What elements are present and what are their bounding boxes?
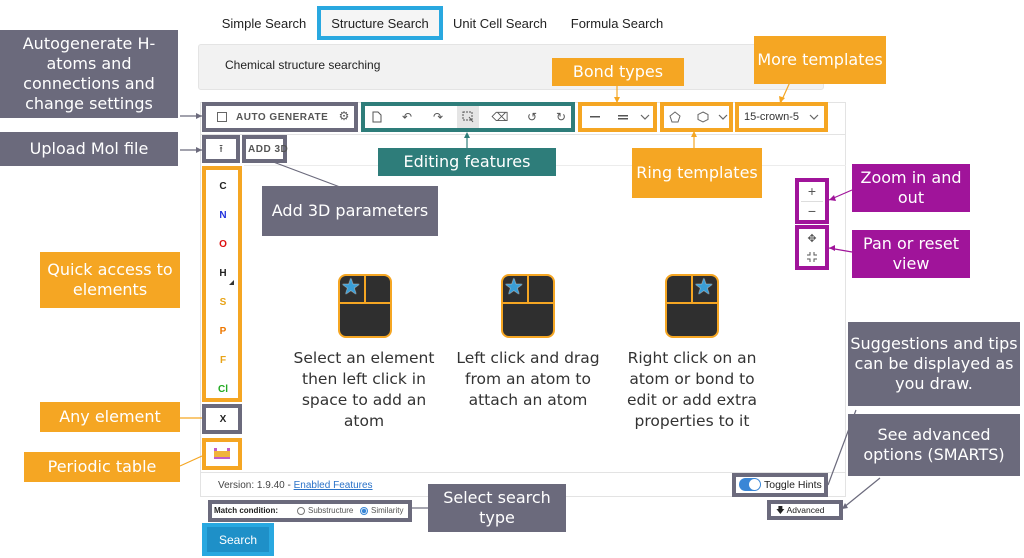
callout-search-type: Select search type [428,484,566,532]
element-h[interactable]: H [219,267,227,279]
advanced-group [767,500,843,520]
new-document-icon[interactable] [368,108,386,126]
toggle-hints-label: Toggle Hints [764,479,822,491]
gear-icon[interactable]: ⚙ [338,109,350,123]
chevron-down-icon[interactable] [638,108,652,126]
periodic-table-group [202,438,242,470]
zoom-in-button[interactable]: + [807,183,817,199]
hexagon-ring-icon[interactable] [694,108,712,126]
callout-bond-types: Bond types [552,58,684,86]
callout-periodic: Periodic table [24,452,180,482]
arrow-down-icon: 🡇 [776,505,787,515]
select-icon[interactable] [457,106,479,128]
hint-edit-atom: Right click on an atom or bond to edit o… [627,349,757,430]
any-element-group [202,404,242,434]
ring-templates-group [660,102,733,132]
eraser-icon[interactable]: ⌫ [491,110,509,124]
callout-advanced: See advanced options (SMARTS) [848,414,1020,476]
auto-generate-group [202,102,358,132]
callout-zoom: Zoom in and out [852,164,970,212]
header-band: Chemical structure searching [198,44,824,90]
pentagon-ring-icon[interactable] [666,108,684,126]
callout-more-templates: More templates [754,36,886,84]
undo-icon[interactable]: ↶ [401,110,413,124]
hint-add-atom-icon: ★ [338,274,392,338]
redo-icon[interactable]: ↷ [432,110,444,124]
version-text: Version: 1.9.40 - Enabled Features [218,480,373,491]
hint-attach-atom-icon: ★ [501,274,555,338]
hint-attach-atom: Left click and drag from an atom to atta… [456,349,600,409]
add-3d-group [242,135,287,163]
element-h-expand-icon [229,280,234,285]
chevron-down-icon[interactable] [716,108,730,126]
editing-features-group [361,102,575,132]
tab-unit-cell-search[interactable]: Unit Cell Search [453,15,547,31]
rotate-right-icon[interactable]: ↻ [555,110,567,124]
quick-elements-group [202,166,242,402]
bond-types-group [578,102,657,132]
element-p[interactable]: P [219,325,227,337]
element-x[interactable]: X [219,413,227,425]
element-n[interactable]: N [219,209,227,221]
element-f[interactable]: F [219,354,227,366]
zoom-group [795,178,829,224]
radio-substructure[interactable] [297,507,305,515]
version-label: Version: 1.9.40 - [218,480,294,491]
periodic-table-icon[interactable] [212,446,232,462]
option-substructure: Substructure [308,506,354,515]
checkbox-icon[interactable] [215,110,229,124]
callout-upload: Upload Mol file [0,132,178,166]
double-bond-icon[interactable] [614,108,632,126]
callout-pan: Pan or reset view [852,230,970,278]
add-3d-button[interactable]: ADD 3D [248,144,289,155]
tab-structure-search[interactable]: Structure Search [317,6,443,40]
option-similarity: Similarity [371,506,404,515]
tab-simple-search[interactable]: Simple Search [221,15,307,31]
element-cl[interactable]: Cl [218,383,228,395]
page-title: Chemical structure searching [225,58,381,72]
upload-group [202,135,240,163]
callout-editing: Editing features [378,148,556,176]
callout-any-element: Any element [40,402,180,432]
toggle-hints-group [732,473,828,497]
chevron-down-icon[interactable] [807,108,821,126]
match-condition-group [208,500,412,522]
element-s[interactable]: S [219,296,227,308]
rotate-left-icon[interactable]: ↺ [526,110,538,124]
callout-quick-access: Quick access to elements [40,252,180,308]
footer-divider [200,472,846,473]
advanced-button[interactable]: 🡇 Advanced [776,505,824,519]
hint-edit-atom-icon: ★ [665,274,719,338]
single-bond-icon[interactable] [586,108,604,126]
enabled-features-link[interactable]: Enabled Features [293,480,373,491]
zoom-divider [801,201,823,202]
element-c[interactable]: C [219,180,227,192]
auto-generate-button[interactable]: AUTO GENERATE [236,112,329,123]
reset-view-icon[interactable] [802,250,822,264]
radio-similarity[interactable] [360,507,368,515]
toolbar-divider [200,134,846,135]
match-condition-label: Match condition: [214,506,278,515]
advanced-label: Advanced [786,505,825,515]
zoom-out-button[interactable]: − [807,203,817,219]
upload-icon[interactable]: ⭱ [219,142,223,155]
tab-formula-search[interactable]: Formula Search [570,15,664,31]
toggle-hints-switch[interactable] [739,478,761,491]
callout-add-3d: Add 3D parameters [262,186,438,236]
element-o[interactable]: O [219,238,227,250]
callout-suggestions: Suggestions and tips can be displayed as… [848,322,1020,406]
callout-autogenerate: Autogenerate H-atoms and connections and… [0,30,178,118]
toggle-knob [749,479,760,490]
search-button[interactable]: Search [207,527,269,552]
template-select[interactable]: 15-crown-5 [744,111,800,123]
hint-add-atom: Select an element then left click in spa… [293,349,435,430]
pan-group [795,225,829,270]
pan-icon[interactable]: ✥ [807,232,817,245]
callout-ring-templates: Ring templates [632,148,762,198]
more-templates-group [735,102,828,132]
